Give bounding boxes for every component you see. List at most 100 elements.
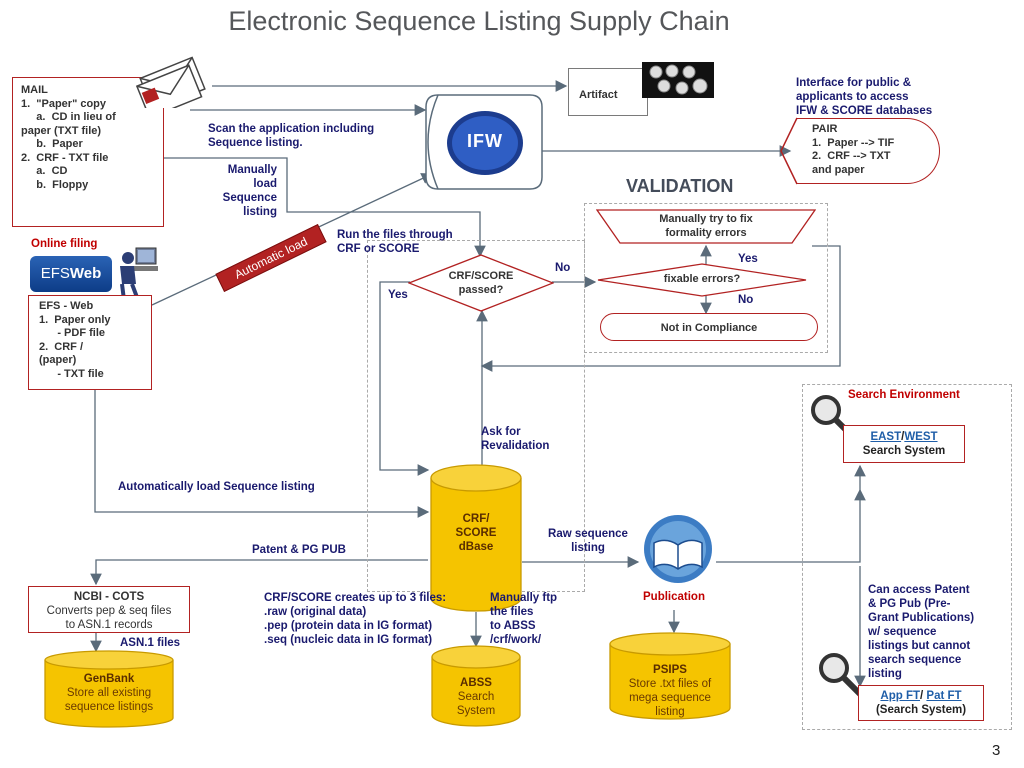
artifact-label: Artifact	[579, 89, 618, 101]
efs-line: - PDF file	[39, 327, 106, 339]
manual-load-line: listing	[243, 206, 277, 218]
not-in-compliance-box: Not in Compliance	[600, 313, 818, 341]
access-line: & PG Pub (Pre-	[868, 598, 951, 610]
access-line: w/ sequence	[868, 626, 937, 638]
raw-seq-line: listing	[571, 542, 605, 554]
validation-title: VALIDATION	[626, 176, 734, 196]
fix-formality-line: formality errors	[665, 227, 747, 239]
pair-line: PAIR	[812, 123, 838, 135]
media-disc-icon	[642, 62, 714, 98]
ncbi-cots-box: NCBI - COTS Converts pep & seq files to …	[28, 586, 190, 633]
crf-no-label: No	[555, 262, 571, 274]
crf-score-database	[430, 464, 522, 612]
genbank-title: GenBank	[83, 673, 135, 685]
ask-revalidation-line: Revalidation	[481, 440, 550, 452]
crf-creates-line: .seq (nucleic data in IG format)	[264, 634, 433, 646]
scan-note: Scan the application including Sequence …	[208, 122, 374, 150]
mail-line: a. CD in lieu of	[21, 111, 116, 123]
crf-decision-label: CRF/SCORE passed?	[408, 269, 554, 297]
search-environment-region	[802, 384, 1012, 730]
search-access-note: Can access Patent & PG Pub (Pre- Grant P…	[868, 583, 974, 681]
crf-creates-line: CRF/SCORE creates up to 3 files:	[264, 592, 447, 604]
crf-db-label: CRF/ SCORE dBase	[429, 512, 523, 554]
ftp-note: Manually ftp the files to ABSS /crf/work…	[490, 591, 557, 647]
fix-formality-shape	[596, 209, 816, 244]
crf-creates-line: .raw (original data)	[264, 606, 367, 618]
fixable-errors-diamond	[597, 263, 807, 297]
psips-title: PSIPS	[653, 664, 687, 676]
east-link[interactable]: EAST	[870, 431, 902, 443]
psips-database	[609, 632, 731, 720]
crf-decision-line: passed?	[458, 284, 504, 296]
manual-load-line: Sequence	[222, 192, 277, 204]
mail-line: b. Floppy	[21, 178, 89, 191]
pair-box: PAIR 1. Paper --> TIF 2. CRF --> TXT and…	[780, 117, 940, 185]
ask-revalidation-note: Ask for Revalidation	[481, 425, 549, 453]
abss-database	[431, 645, 521, 727]
auto-load-seq-note: Automatically load Sequence listing	[118, 481, 315, 493]
run-files-note: Run the files through CRF or SCORE	[337, 228, 453, 256]
publication-book-icon	[644, 515, 712, 583]
west-link[interactable]: WEST	[904, 431, 938, 443]
genbank-label: GenBank Store all existing sequence list…	[43, 672, 175, 714]
scan-note-line: Sequence listing.	[208, 137, 303, 149]
manual-load-line: load	[253, 178, 277, 190]
abss-line: Search	[457, 691, 495, 703]
efs-line: (paper)	[39, 354, 77, 366]
crf-creates-line: .pep (protein data in IG format)	[264, 620, 433, 632]
raw-seq-line: Raw sequence	[548, 528, 628, 540]
manual-load-note: Manually load Sequence listing	[205, 163, 277, 219]
ftp-line: /crf/work/	[490, 634, 542, 646]
crf-db-line: CRF/	[462, 513, 490, 525]
interface-line: Interface for public &	[796, 77, 912, 89]
abss-line: System	[456, 705, 496, 717]
mail-line: MAIL	[21, 84, 48, 96]
mail-line: a. CD	[21, 165, 68, 177]
mail-line: paper (TXT file)	[21, 124, 102, 137]
efs-line: 1. Paper only	[39, 313, 111, 326]
efs-web-logo: EFSWeb	[30, 256, 112, 292]
logo-web-text: Web	[69, 265, 102, 282]
pair-lines: PAIR 1. Paper --> TIF 2. CRF --> TXT and…	[812, 123, 894, 177]
pat-ft-link[interactable]: Pat FT	[926, 690, 962, 702]
pair-line: 1. Paper --> TIF	[812, 136, 895, 149]
search-system-label: Search System	[862, 445, 946, 457]
envelope-icon	[135, 56, 206, 108]
mail-line: b. Paper	[21, 138, 83, 150]
interface-note: Interface for public & applicants to acc…	[796, 76, 932, 118]
genbank-database	[44, 650, 174, 728]
app-pat-ft-box: App FT/ Pat FT (Search System)	[858, 685, 984, 721]
artifact-box: Artifact	[568, 68, 648, 116]
ncbi-line: to ASN.1 records	[65, 619, 153, 631]
efs-line: - TXT file	[39, 367, 104, 380]
efs-web-box: EFS - Web 1. Paper only - PDF file 2. CR…	[28, 295, 152, 390]
fix-formality-line: Manually try to fix	[659, 213, 753, 225]
crf-db-line: dBase	[458, 541, 494, 553]
efs-line: EFS - Web	[39, 300, 94, 312]
access-line: listing	[868, 668, 902, 680]
crf-creates-note: CRF/SCORE creates up to 3 files: .raw (o…	[264, 591, 446, 647]
access-line: listings but cannot	[868, 640, 971, 652]
psips-line: Store .txt files of	[628, 678, 712, 690]
genbank-line: Store all existing	[66, 687, 152, 699]
fixable-no-label: No	[738, 294, 754, 306]
page-number: 3	[992, 742, 1001, 759]
ifw-repository	[425, 94, 543, 190]
mail-line: 2. CRF - TXT file	[21, 151, 109, 164]
app-ft-link[interactable]: App FT	[880, 690, 921, 702]
abss-title: ABSS	[460, 677, 492, 689]
psips-label: PSIPS Store .txt files of mega sequence …	[608, 663, 732, 719]
magnifier-icon	[819, 653, 863, 697]
interface-line: IFW & SCORE databases	[796, 105, 933, 117]
patent-pg-pub-label: Patent & PG PUB	[252, 544, 346, 556]
crf-yes-label: Yes	[388, 289, 408, 301]
manual-load-line: Manually	[227, 164, 277, 176]
genbank-line: sequence listings	[64, 701, 154, 713]
psips-line: listing	[655, 706, 685, 718]
ftp-line: to ABSS	[490, 620, 536, 632]
access-line: Can access Patent	[868, 584, 970, 596]
ncbi-line: Converts pep & seq files	[46, 605, 172, 617]
abss-label: ABSS Search System	[430, 676, 522, 718]
